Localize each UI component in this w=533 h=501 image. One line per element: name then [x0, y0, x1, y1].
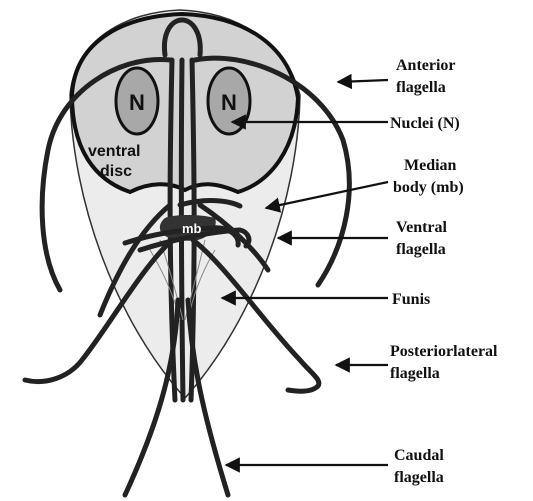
nucleus-right-label: N	[221, 90, 237, 115]
label-anterior-flagella: Anterior flagella	[396, 57, 459, 96]
label-ventral-flagella: Ventral flagella	[396, 219, 451, 258]
label-posteriorlateral-flagella: Posteriorlateral flagella	[390, 343, 502, 382]
label-funis: Funis	[392, 291, 430, 308]
label-caudal-flagella: Caudal flagella	[394, 447, 448, 486]
arrow-anterior-flagella	[338, 80, 388, 82]
label-nuclei: Nuclei (N)	[390, 115, 460, 132]
ventral-disc-label-line2: disc	[100, 163, 132, 180]
label-median-body: Median body (mb)	[393, 157, 464, 196]
ventral-disc-label-line1: ventral	[88, 143, 140, 160]
nucleus-left-label: N	[129, 90, 145, 115]
median-body-label: mb	[182, 221, 202, 236]
